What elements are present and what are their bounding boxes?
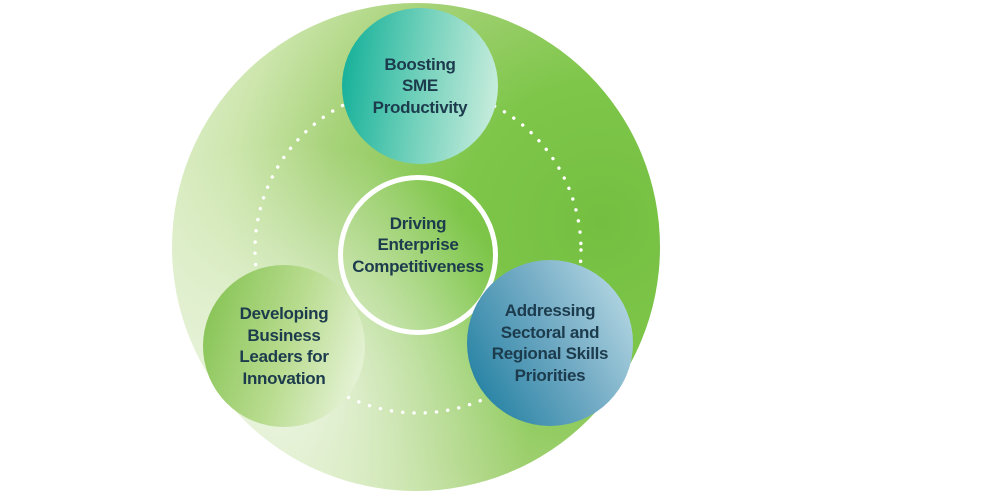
node-label-developing-business-leaders: Developing Business Leaders for Innovati…: [239, 304, 329, 388]
node-label-boosting-sme-productivity: Boosting SME Productivity: [372, 54, 468, 117]
node-addressing-skills-priorities: Addressing Sectoral and Regional Skills …: [467, 260, 633, 426]
node-boosting-sme-productivity: Boosting SME Productivity: [342, 8, 498, 164]
node-developing-business-leaders: Developing Business Leaders for Innovati…: [203, 265, 365, 427]
hub-circle: Driving Enterprise Competitiveness: [338, 175, 498, 335]
node-label-addressing-skills-priorities: Addressing Sectoral and Regional Skills …: [491, 301, 609, 385]
hub-label: Driving Enterprise Competitiveness: [352, 213, 484, 276]
